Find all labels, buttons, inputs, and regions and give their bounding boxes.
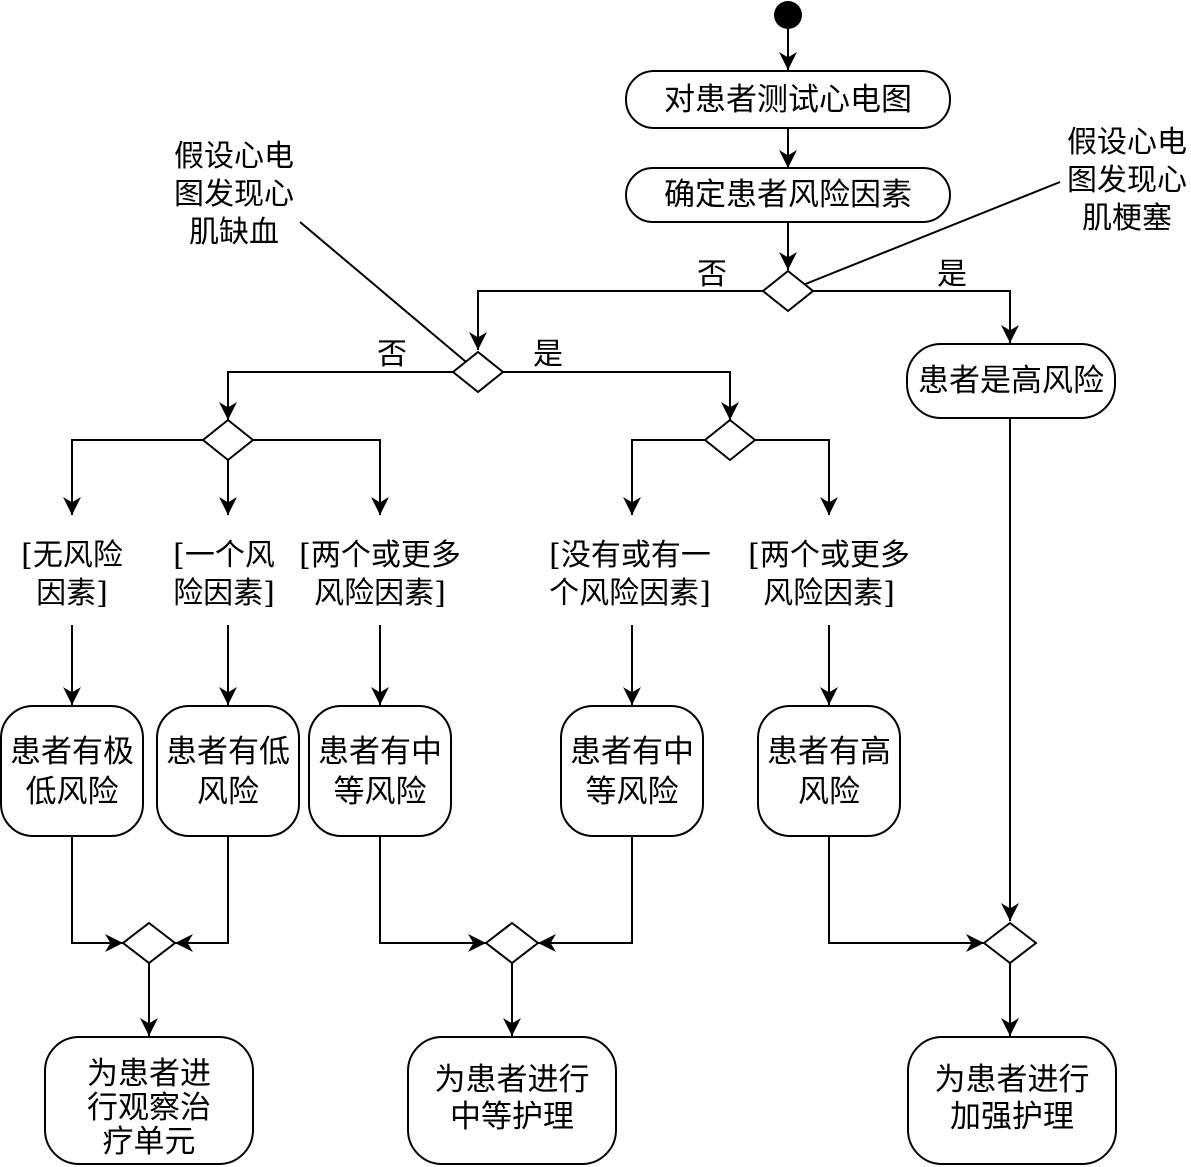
guard-one-risk: [一个风 险因素] bbox=[173, 538, 275, 611]
edge-decision2-no bbox=[219, 371, 453, 420]
merge-observe bbox=[121, 921, 177, 965]
note-infarction-line3: 肌梗塞 bbox=[1082, 201, 1172, 236]
node-very-low-risk: 患者有极 低风险 bbox=[0, 705, 144, 837]
guard-two-more-b-line1: [两个或更多 bbox=[748, 538, 910, 573]
edge-decision4-left bbox=[623, 439, 705, 515]
decision-infarction bbox=[761, 269, 815, 313]
guard-one-risk-line1: [一个风 bbox=[173, 538, 275, 573]
node-mid-risk-b-line1: 患者有中 bbox=[570, 734, 694, 770]
decision-risk-count-left bbox=[201, 418, 255, 462]
note-infarction-line1: 假设心电 bbox=[1067, 125, 1187, 160]
node-low-risk: 患者有低 风险 bbox=[156, 705, 300, 837]
node-observe-unit: 为患者进 行观察治 疗单元 bbox=[44, 1036, 254, 1165]
edge-decision1-yes bbox=[813, 290, 1019, 343]
edges bbox=[63, 29, 1019, 1036]
node-very-low-risk-line2: 低风险 bbox=[26, 774, 119, 810]
guard-no-risk-line1: [无风险 bbox=[21, 538, 123, 573]
guard-two-more-a: [两个或更多 风险因素] bbox=[299, 538, 461, 611]
note-infarction: 假设心电 图发现心 肌梗塞 bbox=[1067, 125, 1187, 236]
node-high-risk-line1: 患者有高 bbox=[767, 734, 891, 770]
decision-ischemia bbox=[451, 350, 505, 394]
guard-mid-yes: 是 bbox=[533, 337, 563, 372]
node-intensive-line2: 加强护理 bbox=[950, 1099, 1074, 1135]
node-intensive-care: 为患者进行 加强护理 bbox=[907, 1036, 1117, 1165]
guard-top-no: 否 bbox=[697, 257, 727, 292]
guard-one-risk-line2: 险因素] bbox=[173, 576, 275, 611]
edge-low-to-merge bbox=[175, 836, 229, 952]
node-high-risk: 患者有高 风险 bbox=[757, 705, 901, 837]
node-high-risk-line2: 风险 bbox=[798, 774, 860, 810]
node-risk-factors-label: 确定患者风险因素 bbox=[664, 177, 912, 213]
node-intensive-line1: 为患者进行 bbox=[935, 1062, 1090, 1098]
node-very-low-risk-line1: 患者有极 bbox=[10, 734, 134, 770]
node-test-ecg: 对患者测试心电图 bbox=[625, 70, 951, 129]
node-risk-factors: 确定患者风险因素 bbox=[625, 167, 951, 223]
guard-two-more-b: [两个或更多 风险因素] bbox=[748, 538, 910, 611]
node-test-ecg-label: 对患者测试心电图 bbox=[664, 82, 912, 118]
node-mid-risk-a-line1: 患者有中 bbox=[318, 734, 442, 770]
note-ischemia: 假设心电 图发现心 肌缺血 bbox=[174, 139, 294, 250]
guard-no-risk-line2: 因素] bbox=[36, 576, 108, 611]
edge-decision3-left bbox=[63, 439, 203, 515]
merge-intensive bbox=[982, 921, 1038, 965]
start-node bbox=[774, 1, 802, 29]
guard-mid-no: 否 bbox=[377, 337, 407, 372]
node-observe-line3: 疗单元 bbox=[103, 1124, 196, 1160]
node-high-risk-mi-label: 患者是高风险 bbox=[918, 363, 1104, 399]
guard-two-more-a-line2: 风险因素] bbox=[314, 576, 446, 611]
decision-risk-count-right bbox=[703, 418, 757, 462]
edge-mid-b-to-merge bbox=[538, 836, 633, 952]
guard-zero-or-one: [没有或有一 个风险因素] bbox=[549, 538, 711, 611]
guard-two-more-a-line1: [两个或更多 bbox=[299, 538, 461, 573]
edge-high-to-merge bbox=[828, 836, 984, 952]
edge-very-low-to-merge bbox=[71, 836, 123, 952]
node-mid-risk-a: 患者有中 等风险 bbox=[308, 705, 452, 837]
infarction-note-line bbox=[787, 181, 1061, 292]
edge-decision1-no bbox=[469, 290, 763, 350]
ischemia-note-line bbox=[299, 221, 479, 373]
edge-mid-a-to-merge bbox=[379, 836, 486, 952]
merge-moderate bbox=[484, 921, 540, 965]
node-mid-risk-b-line2: 等风险 bbox=[586, 774, 679, 810]
guard-no-risk: [无风险 因素] bbox=[21, 538, 123, 611]
node-mid-risk-a-line2: 等风险 bbox=[334, 774, 427, 810]
guard-top-yes: 是 bbox=[937, 257, 967, 292]
node-low-risk-line1: 患者有低 bbox=[166, 734, 290, 770]
note-ischemia-line3: 肌缺血 bbox=[189, 215, 279, 250]
edge-decision2-yes bbox=[503, 371, 739, 420]
note-ischemia-line2: 图发现心 bbox=[174, 177, 294, 212]
node-moderate-care: 为患者进行 中等护理 bbox=[407, 1036, 617, 1165]
node-observe-line2: 行观察治 bbox=[87, 1090, 211, 1126]
note-ischemia-line1: 假设心电 bbox=[174, 139, 294, 174]
edge-decision4-right bbox=[755, 439, 838, 515]
guard-zero-or-one-line1: [没有或有一 bbox=[549, 538, 711, 573]
node-low-risk-line2: 风险 bbox=[197, 774, 259, 810]
node-high-risk-mi: 患者是高风险 bbox=[906, 343, 1116, 419]
edge-decision3-right bbox=[253, 439, 389, 515]
guard-two-more-b-line2: 风险因素] bbox=[763, 576, 895, 611]
guard-zero-or-one-line2: 个风险因素] bbox=[549, 576, 711, 611]
node-moderate-line2: 中等护理 bbox=[450, 1099, 574, 1135]
note-infarction-line2: 图发现心 bbox=[1067, 163, 1187, 198]
node-moderate-line1: 为患者进行 bbox=[435, 1062, 590, 1098]
node-mid-risk-b: 患者有中 等风险 bbox=[560, 705, 704, 837]
node-observe-line1: 为患者进 bbox=[87, 1056, 211, 1092]
